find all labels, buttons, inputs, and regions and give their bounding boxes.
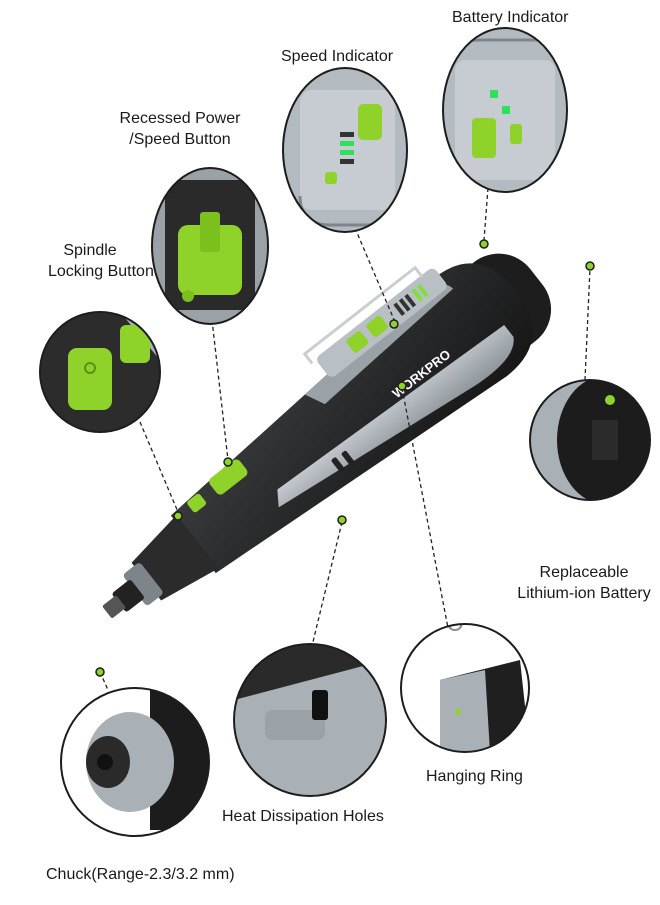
recessed-power-label-line1: Recessed Power [119, 110, 241, 127]
hanging-ring-callout [400, 623, 530, 753]
callout-dots [95, 239, 595, 677]
chuck-label: Chuck(Range-2.3/3.2 mm) [46, 866, 235, 883]
spindle-lock-callout [39, 311, 161, 433]
recessed-power-label: Recessed Power /Speed Button [112, 108, 248, 150]
spindle-lock-label-line1: Spindle [63, 242, 117, 259]
battery-indicator-label: Battery Indicator [452, 9, 569, 26]
battery-indicator-callout [442, 27, 568, 193]
spindle-lock-label: Spindle Locking Button [48, 240, 154, 282]
callout-leader-lines [99, 187, 591, 691]
speed-indicator-label: Speed Indicator [281, 48, 394, 65]
replaceable-battery-label-line1: Replaceable [539, 564, 629, 581]
recessed-power-label-line2: /Speed Button [129, 131, 231, 148]
recessed-power-button-callout [151, 167, 269, 325]
rotary-tool-body: WORKPRO [102, 253, 552, 618]
chuck-callout [60, 687, 210, 837]
speed-indicator-callout [282, 67, 408, 233]
spindle-lock-label-line2: Locking Button [48, 263, 154, 280]
replaceable-battery-label: Replaceable Lithium-ion Battery [516, 562, 652, 604]
heat-dissipation-callout [233, 643, 387, 797]
replaceable-battery-callout [529, 379, 651, 501]
replaceable-battery-label-line2: Lithium-ion Battery [517, 585, 651, 602]
heat-dissipation-label: Heat Dissipation Holes [222, 808, 384, 825]
hanging-ring-label: Hanging Ring [426, 768, 523, 785]
